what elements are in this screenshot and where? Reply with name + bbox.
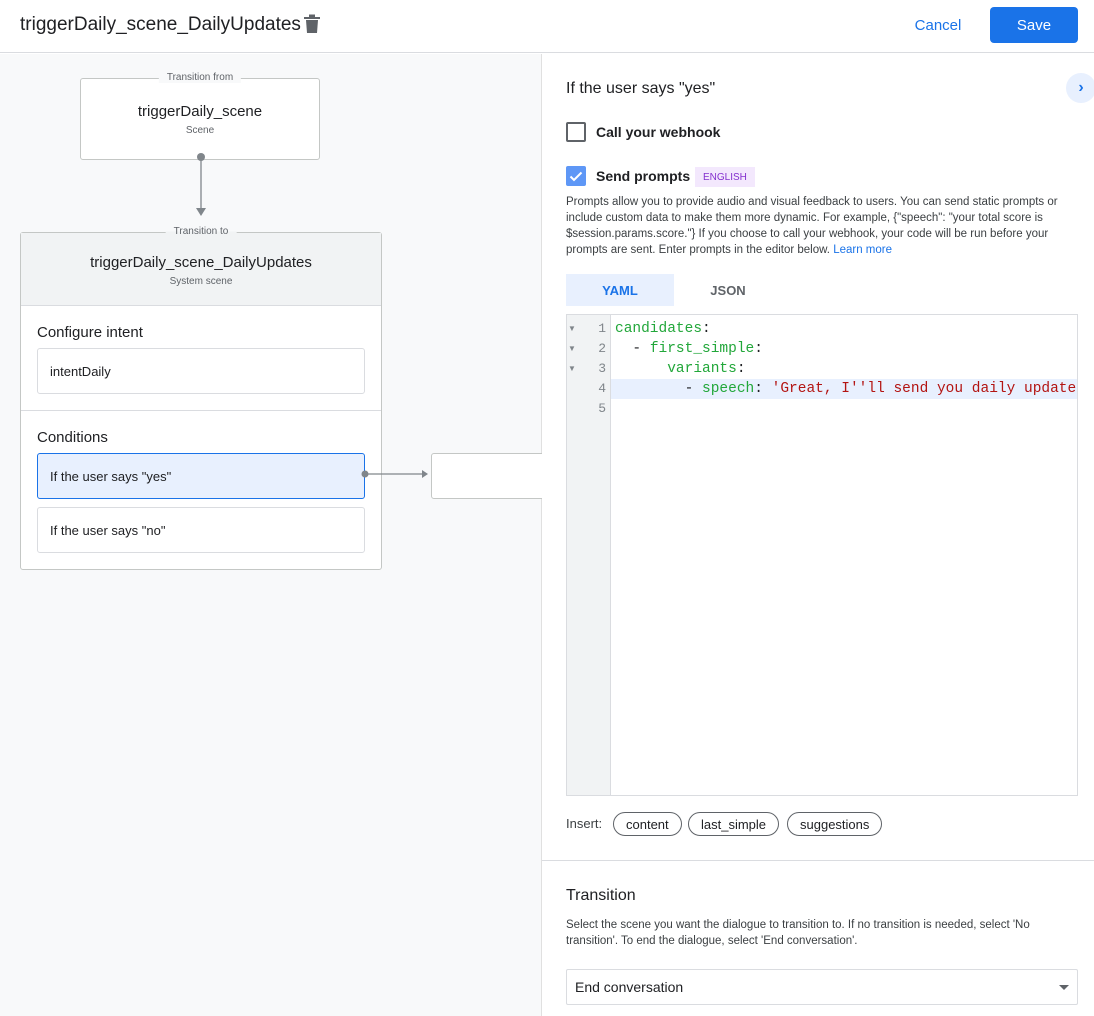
from-scene-type: Scene	[185, 125, 215, 136]
yaml-key: candidates	[615, 321, 703, 337]
trash-icon[interactable]	[303, 14, 321, 34]
yaml-dash: -	[632, 341, 650, 357]
insert-label: Insert:	[566, 816, 603, 831]
cancel-button[interactable]: Cancel	[914, 16, 962, 34]
from-scene-name: triggerDaily_scene	[137, 103, 263, 120]
page-title: triggerDaily_scene_DailyUpdates	[20, 14, 301, 35]
transition-to-node: Transition to triggerDaily_scene_DailyUp…	[20, 226, 382, 570]
transition-description: Select the scene you want the dialogue t…	[566, 919, 1030, 947]
to-scene-type: System scene	[169, 276, 233, 287]
prompts-description-text: Prompts allow you to provide audio and v…	[566, 196, 1058, 256]
details-panel	[542, 54, 1094, 1016]
line-number: 5	[598, 401, 606, 416]
code-line: - speech: 'Great, I''ll send you daily u…	[615, 379, 1077, 399]
save-button[interactable]: Save	[990, 7, 1078, 43]
yaml-string: 'Great, I''ll send you daily updates.	[771, 381, 1077, 397]
yaml-dash: -	[684, 381, 703, 397]
yaml-indent	[615, 341, 632, 357]
flow-canvas: Transition from triggerDaily_scene Scene…	[0, 54, 551, 1016]
yaml-key: variants	[667, 361, 737, 377]
top-bar: triggerDaily_scene_DailyUpdates Cancel S…	[0, 0, 1094, 53]
dropdown-arrow-icon	[1059, 985, 1069, 990]
yaml-key: first_simple	[649, 341, 755, 357]
tab-yaml[interactable]: YAML	[566, 274, 674, 306]
fold-icon[interactable]: ▼	[568, 364, 576, 373]
insert-chip-content[interactable]: content	[613, 812, 682, 836]
learn-more-link[interactable]: Learn more	[833, 244, 893, 256]
line-number: 2	[598, 341, 606, 356]
yaml-key: speech	[702, 381, 755, 397]
insert-chip-suggestions[interactable]: suggestions	[787, 812, 883, 836]
connector-arrow	[196, 153, 206, 216]
insert-chip-last-simple[interactable]: last_simple	[688, 812, 780, 836]
fold-icon[interactable]: ▼	[568, 324, 576, 333]
code-line: candidates:	[615, 321, 711, 337]
condition-connector-arrow	[361, 470, 428, 478]
yaml-indent	[615, 361, 667, 377]
to-scene-name: triggerDaily_scene_DailyUpdates	[90, 254, 312, 271]
empty-target-node[interactable]	[431, 453, 551, 499]
line-number: 3	[598, 361, 606, 376]
intent-item[interactable]: intentDaily	[37, 348, 365, 394]
code-editor[interactable]	[566, 314, 1078, 796]
line-number: 4	[598, 381, 606, 396]
transition-heading: Transition	[566, 887, 636, 904]
transition-to-legend: Transition to	[165, 226, 237, 237]
condition-yes[interactable]: If the user says "yes"	[37, 453, 365, 499]
fold-icon[interactable]: ▼	[568, 344, 576, 353]
line-number: 1	[598, 321, 606, 336]
conditions-heading: Conditions	[37, 429, 108, 446]
check-icon	[569, 171, 583, 182]
webhook-checkbox[interactable]	[566, 122, 586, 142]
transition-select[interactable]: End conversation	[566, 969, 1078, 1005]
code-line: variants:	[615, 359, 745, 379]
webhook-label: Call your webhook	[596, 124, 721, 140]
transition-selected-value: End conversation	[575, 979, 684, 995]
send-prompts-checkbox[interactable]	[566, 166, 586, 186]
transition-from-legend: Transition from	[158, 72, 242, 83]
code-line: - first_simple:	[615, 339, 763, 359]
configure-intent-heading: Configure intent	[37, 324, 143, 341]
panel-heading: If the user says "yes"	[566, 80, 716, 97]
prompts-description: Prompts allow you to provide audio and v…	[566, 194, 1080, 258]
send-prompts-label: Send prompts	[596, 168, 691, 184]
language-badge: ENGLISH	[695, 167, 755, 187]
tab-json[interactable]: JSON	[710, 282, 746, 298]
transition-from-node[interactable]: Transition from triggerDaily_scene Scene	[80, 72, 320, 160]
yaml-indent	[615, 381, 685, 397]
divider	[542, 860, 1094, 861]
condition-no[interactable]: If the user says "no"	[37, 507, 365, 553]
chevron-right-icon[interactable]: ›	[1066, 73, 1094, 103]
